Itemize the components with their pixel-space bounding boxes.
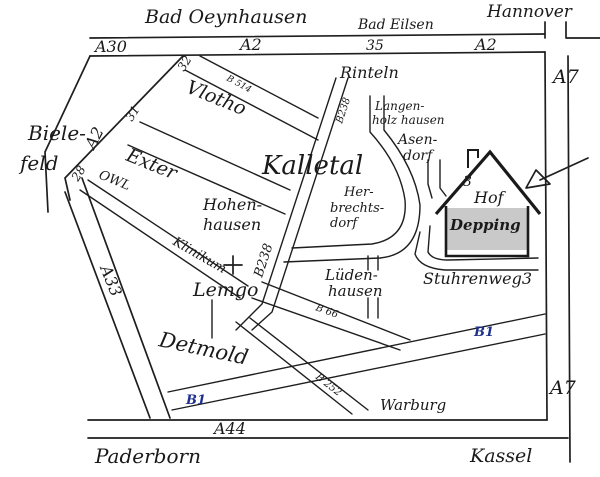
label-a7-top: A7 <box>551 66 580 88</box>
house-word-depping: Depping <box>449 216 521 234</box>
label-bielefeld-2: feld <box>18 151 58 175</box>
label-exit-35: 35 <box>366 38 384 54</box>
label-paderborn: Paderborn <box>94 444 201 468</box>
label-b1-right: B1 <box>473 325 494 340</box>
road-stuhrenweg <box>414 225 539 271</box>
label-a33: A33 <box>96 261 126 300</box>
label-asendorf-1: Asen- <box>396 132 438 148</box>
label-herbrechtsdorf-2: brechts- <box>330 201 384 216</box>
house-word-hof: Hof <box>473 188 507 207</box>
road-luedenhausen <box>367 255 379 319</box>
label-detmold: Detmold <box>156 327 250 369</box>
highway-a30-a2-top <box>89 33 546 57</box>
label-luedenhausen-1: Lüden- <box>324 266 378 284</box>
road-klinikum-lemgo <box>79 179 249 299</box>
house-number: 3 <box>463 174 472 190</box>
highway-a7-right <box>544 21 600 463</box>
road-b66 <box>251 281 411 351</box>
label-a2-top-1: A2 <box>238 35 262 54</box>
label-a7-bottom: A7 <box>548 377 577 399</box>
label-rinteln: Rinteln <box>339 63 399 82</box>
label-hohenhausen-1: Hohen- <box>202 195 262 214</box>
label-bielefeld-1: Biele- <box>27 121 86 145</box>
label-a44: A44 <box>212 419 246 438</box>
label-a30: A30 <box>93 37 127 56</box>
label-stuhrenweg: Stuhrenweg3 <box>423 269 532 288</box>
label-lemgo: Lemgo <box>192 279 258 301</box>
label-warburg: Warburg <box>380 396 446 414</box>
label-a2-top-2: A2 <box>473 35 497 54</box>
label-kalletal: Kalletal <box>261 151 363 181</box>
hof-depping-house: 3 Hof Depping <box>434 149 542 258</box>
label-b1-left: B1 <box>185 393 206 408</box>
label-luedenhausen-2: hausen <box>328 282 383 300</box>
highway-a2-diagonal <box>44 55 184 213</box>
label-bad-oeynhausen: Bad Oeynhausen <box>144 6 307 28</box>
road-b514 <box>184 55 319 141</box>
label-langenholzhausen-2: holz hausen <box>372 113 445 127</box>
road-asendorf <box>427 159 447 199</box>
label-exit-32: 32 <box>175 53 195 73</box>
label-bad-eilsen: Bad Eilsen <box>357 17 434 33</box>
label-asendorf-2: dorf <box>403 148 435 164</box>
label-hohenhausen-2: hausen <box>203 215 261 234</box>
label-herbrechtsdorf-3: dorf <box>330 216 359 231</box>
hospital-cross-icon <box>223 255 243 275</box>
label-herbrechtsdorf-1: Her- <box>343 185 374 200</box>
label-exit-28: 28 <box>68 163 89 185</box>
arrow-icon <box>525 157 589 189</box>
road-b1 <box>167 313 546 411</box>
road-exter-owl <box>127 121 291 215</box>
label-b238-lower: B238 <box>251 242 276 280</box>
highway-a44-bottom <box>87 419 569 439</box>
highway-a33 <box>64 177 171 419</box>
label-b238-upper: B238 <box>334 96 353 125</box>
label-b66: B 66 <box>313 302 340 321</box>
road-b252 <box>235 317 369 415</box>
house-shading <box>446 208 528 250</box>
label-langenholzhausen-1: Langen- <box>374 99 424 113</box>
label-kassel: Kassel <box>469 445 532 467</box>
road-rinteln-loop <box>283 95 421 263</box>
label-hannover: Hannover <box>486 2 573 22</box>
label-exit-31: 31 <box>123 103 143 123</box>
